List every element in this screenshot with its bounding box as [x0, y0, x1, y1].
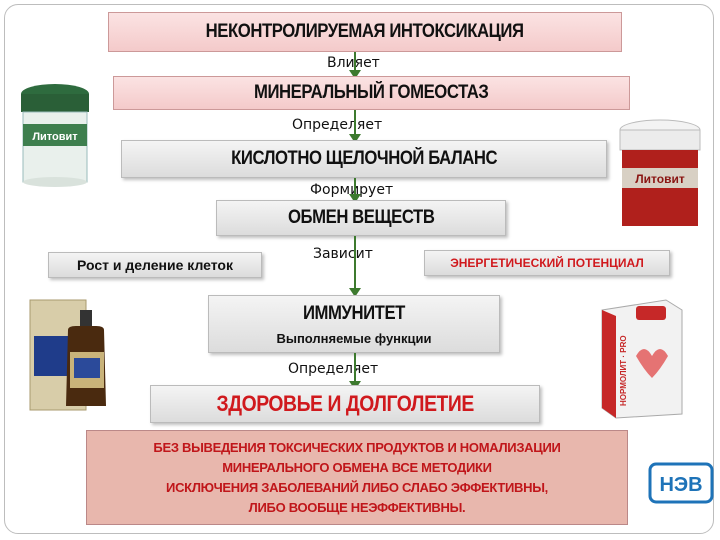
- determines-label-1: Определяет: [292, 117, 383, 133]
- acid-base-balance-text: КИСЛОТНО ЩЕЛОЧНОЙ БАЛАНС: [230, 148, 498, 169]
- company-logo: НЭВ: [648, 462, 714, 504]
- health-longevity-text: ЗДОРОВЬЕ И ДОЛГОЛЕТИЕ: [216, 391, 474, 416]
- arrow-1: [354, 52, 356, 72]
- slide-frame: [4, 4, 714, 534]
- determines-label-2: Определяет: [288, 361, 379, 377]
- arrow-4-head: [349, 288, 361, 297]
- green-jar-image: Литовит: [21, 84, 89, 187]
- logo-text: НЭВ: [659, 474, 702, 496]
- conclusion-line-4: ЛИБО ВООБЩЕ НЕЭФФЕКТИВНЫ.: [248, 499, 466, 515]
- arrow-5: [354, 353, 356, 383]
- red-jar-label: Литовит: [635, 172, 685, 186]
- normolit-label: НОРМОЛИТ · PRO: [619, 335, 628, 406]
- metabolism-box: ОБМЕН ВЕЩЕСТВ: [216, 200, 506, 236]
- arrow-2: [354, 110, 356, 136]
- intoxication-text: НЕКОНТРОЛИРУЕМАЯ ИНТОКСИКАЦИЯ: [206, 21, 524, 42]
- red-jar-image: Литовит: [619, 119, 701, 226]
- conclusion-box: БЕЗ ВЫВЕДЕНИЯ ТОКСИЧЕСКИХ ПРОДУКТОВ И НО…: [86, 430, 628, 525]
- immunity-title: ИММУНИТЕТ: [303, 302, 405, 324]
- arrow-3: [354, 178, 356, 196]
- intoxication-box: НЕКОНТРОЛИРУЕМАЯ ИНТОКСИКАЦИЯ: [108, 12, 622, 52]
- energy-potential-text: ЭНЕРГЕТИЧЕСКИЙ ПОТЕНЦИАЛ: [450, 256, 644, 270]
- arrow-3-head: [349, 194, 361, 203]
- arrow-1-head: [349, 70, 361, 79]
- health-longevity-box: ЗДОРОВЬЕ И ДОЛГОЛЕТИЕ: [150, 385, 540, 423]
- influences-label: Влияет: [327, 55, 380, 71]
- cell-growth-box: Рост и деление клеток: [48, 252, 262, 278]
- conclusion-line-1: БЕЗ ВЫВЕДЕНИЯ ТОКСИЧЕСКИХ ПРОДУКТОВ И НО…: [153, 439, 561, 455]
- depends-label: Зависит: [313, 246, 373, 262]
- conclusion-line-3: ИСКЛЮЧЕНИЯ ЗАБОЛЕВАНИЙ ЛИБО СЛАБО ЭФФЕКТ…: [166, 479, 548, 495]
- arrow-4: [354, 236, 356, 290]
- immunity-subtitle: Выполняемые функции: [276, 330, 432, 346]
- forms-label: Формирует: [310, 182, 394, 198]
- bottles-image: [29, 299, 106, 411]
- metabolism-text: ОБМЕН ВЕЩЕСТВ: [287, 207, 435, 228]
- acid-base-balance-box: КИСЛОТНО ЩЕЛОЧНОЙ БАЛАНС: [121, 140, 607, 178]
- energy-potential-box: ЭНЕРГЕТИЧЕСКИЙ ПОТЕНЦИАЛ: [424, 250, 670, 276]
- mineral-homeostasis-box: МИНЕРАЛЬНЫЙ ГОМЕОСТАЗ: [113, 76, 630, 110]
- mineral-homeostasis-text: МИНЕРАЛЬНЫЙ ГОМЕОСТАЗ: [254, 82, 489, 103]
- green-jar-label: Литовит: [32, 131, 78, 143]
- arrow-2-head: [349, 134, 361, 143]
- immunity-box: ИММУНИТЕТ Выполняемые функции: [208, 295, 500, 353]
- cell-growth-text: Рост и деление клеток: [76, 257, 233, 273]
- normolit-box-image: НОРМОЛИТ · PRO: [601, 299, 683, 419]
- conclusion-line-2: МИНЕРАЛЬНОГО ОБМЕНА ВСЕ МЕТОДИКИ: [222, 459, 492, 475]
